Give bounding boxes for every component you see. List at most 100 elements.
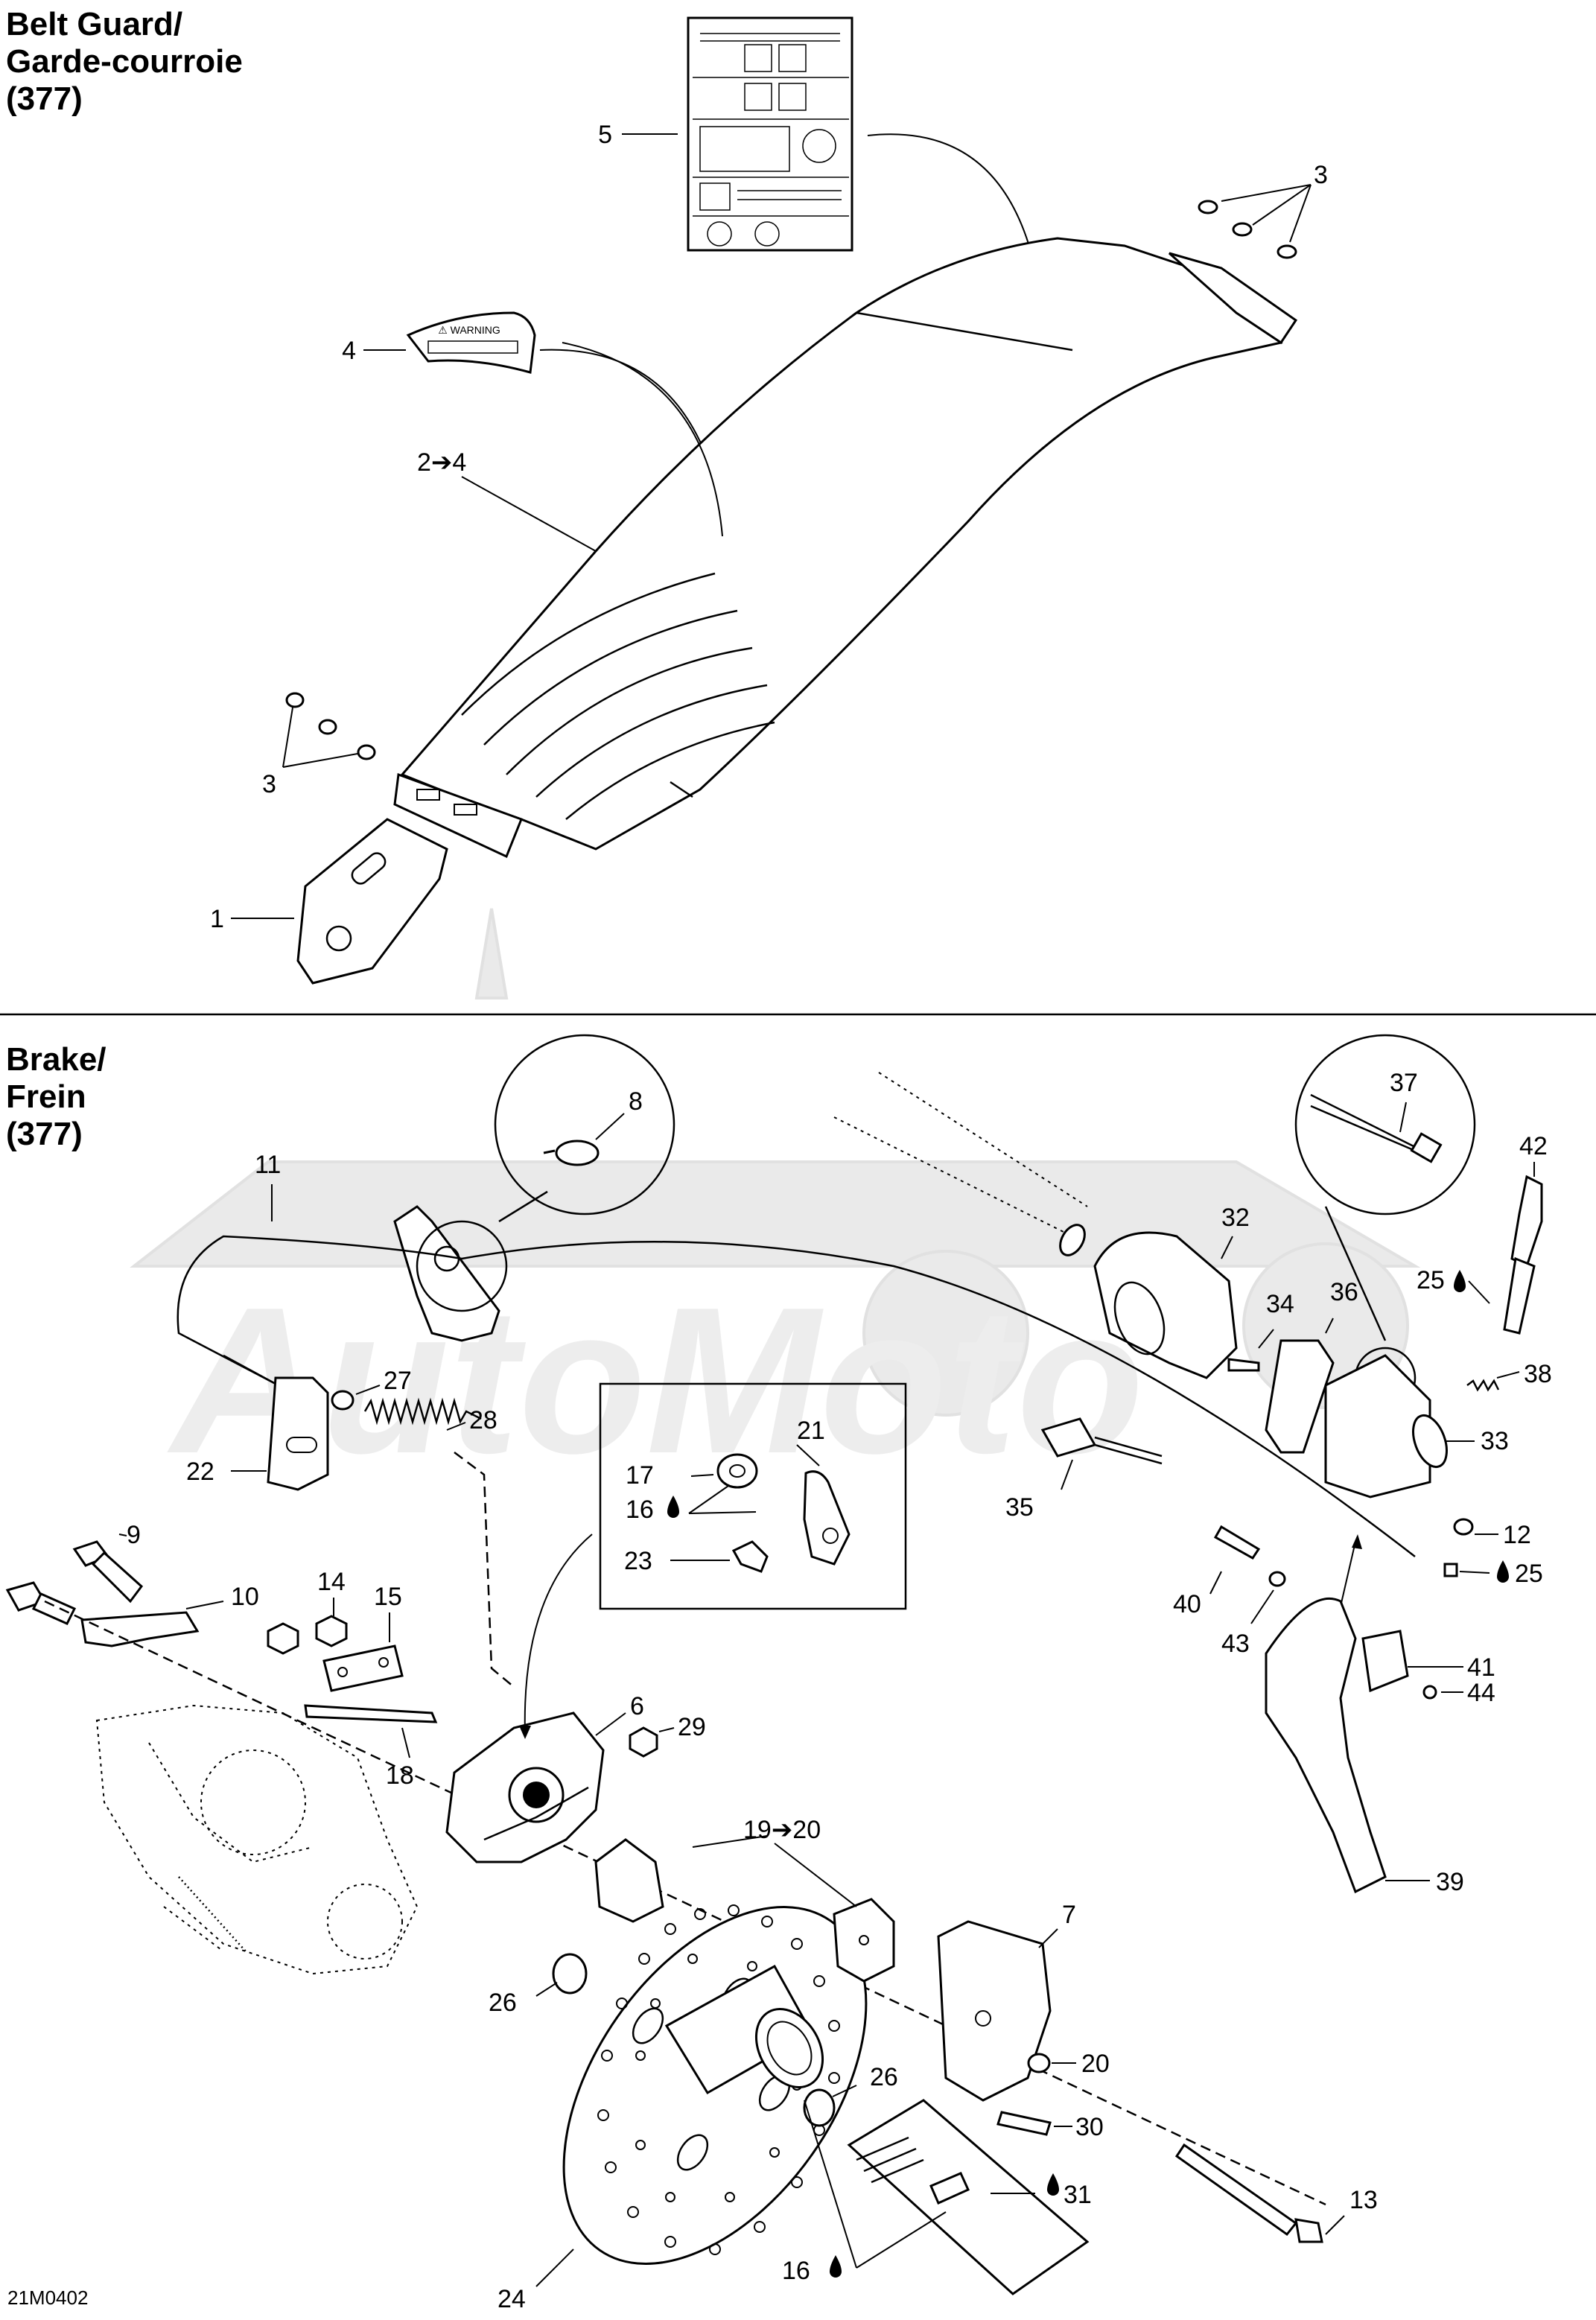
part-39-brake-lever: [1265, 1597, 1387, 1894]
oil-drop-icon-16: [830, 2255, 842, 2278]
part-22-bracket: [267, 1376, 329, 1491]
callout-22: 22: [186, 1458, 214, 1486]
part-35-connector: [1040, 1417, 1163, 1465]
callout-39: 39: [1436, 1868, 1464, 1896]
callout-1: 1: [210, 905, 224, 933]
part-25-ferrule: [1443, 1563, 1458, 1577]
callout-38: 38: [1524, 1360, 1552, 1388]
callout-20: 20: [1081, 2050, 1110, 2078]
callout-3-upper: 3: [1314, 161, 1328, 189]
part-19-pad: [594, 1838, 664, 1923]
part-6-caliper: [445, 1712, 605, 1863]
part-15-plate: [322, 1644, 404, 1692]
brake-title-line2: Frein: [6, 1078, 86, 1115]
part-37-wire: [1310, 1093, 1443, 1163]
callout-21: 21: [797, 1417, 825, 1445]
part-42-pin: [1503, 1175, 1543, 1335]
callout-37: 37: [1390, 1069, 1418, 1097]
handlebar-tube: [833, 1072, 1088, 1256]
belt-guard-title-line3: (377): [6, 80, 83, 117]
part-2-belt-guard: [393, 237, 1298, 859]
callout-16-bottom: 16: [782, 2257, 810, 2285]
part-14-nuts: [267, 1615, 348, 1655]
part-27-clip: [331, 1390, 355, 1411]
leader-2: [461, 476, 597, 552]
part-40-bolt: [1213, 1525, 1261, 1560]
oil-drop-icon-25b: [1497, 1560, 1509, 1583]
callout-27: 27: [384, 1367, 412, 1395]
callout-13: 13: [1349, 2186, 1378, 2214]
part-9-bolt: [72, 1540, 144, 1604]
part-43-washer: [1268, 1571, 1286, 1587]
callout-17: 17: [626, 1461, 654, 1490]
part-3-clips-upper: [1198, 200, 1297, 259]
part-20-plug: [1027, 2053, 1051, 2073]
part-12-clip: [1453, 1518, 1474, 1536]
part-13-bolt: [1174, 2143, 1323, 2243]
brake-title-line3: (377): [6, 1116, 83, 1152]
part-26-washer-a: [552, 1953, 588, 1995]
callout-2: 2➔4: [417, 448, 466, 477]
part-5-info-decal: [687, 16, 853, 252]
callout-26-a: 26: [489, 1989, 517, 2017]
part-41-insert: [1361, 1630, 1409, 1693]
belt-guard-title: Belt Guard/ Garde-courroie (377): [6, 6, 243, 118]
part-28-spring: [363, 1397, 482, 1426]
callout-43: 43: [1221, 1630, 1250, 1658]
callout-29: 29: [678, 1713, 706, 1741]
callout-14: 14: [317, 1568, 346, 1596]
part-23-pad-spring: [731, 1540, 769, 1573]
part-29-nut: [629, 1726, 658, 1758]
drawing-code: 21M0402: [7, 2286, 89, 2309]
callout-35: 35: [1005, 1493, 1034, 1522]
callout-4: 4: [342, 337, 356, 365]
detail-circle-8: [494, 1034, 675, 1215]
callout-41: 41: [1467, 1653, 1495, 1682]
part-17-bushing: [716, 1453, 758, 1489]
engine-housing-outline: [95, 1704, 419, 1975]
callout-31: 31: [1064, 2181, 1092, 2209]
callout-19: 19➔20: [743, 1816, 821, 1844]
part-44-ball: [1422, 1685, 1437, 1700]
oil-drop-icon-25a: [1454, 1270, 1466, 1292]
detail-circle-37: [1294, 1034, 1476, 1215]
callout-25-top: 25: [1417, 1266, 1445, 1294]
callout-7: 7: [1062, 1901, 1076, 1929]
callout-6: 6: [630, 1692, 644, 1720]
part-30-key: [996, 2111, 1052, 2136]
part-3-clips-lower: [285, 692, 376, 760]
part-7-cover: [937, 1920, 1052, 2102]
brake-title-line1: Brake/: [6, 1041, 106, 1078]
callout-40: 40: [1173, 1590, 1201, 1618]
part-18-pin: [304, 1704, 438, 1723]
callout-18: 18: [386, 1761, 414, 1790]
callout-36: 36: [1330, 1278, 1358, 1306]
callout-16-top: 16: [626, 1496, 654, 1524]
callout-30: 30: [1075, 2113, 1104, 2141]
callout-23: 23: [624, 1547, 652, 1575]
callout-10: 10: [231, 1583, 259, 1611]
callout-33: 33: [1481, 1427, 1509, 1455]
brake-title: Brake/ Frein (377): [6, 1041, 106, 1153]
part-4-warning-decal: ⚠ WARNING: [406, 311, 536, 374]
callout-12: 12: [1503, 1521, 1531, 1549]
part-36-plate: [1265, 1339, 1335, 1454]
belt-guard-title-line2: Garde-courroie: [6, 43, 243, 80]
callout-8: 8: [629, 1087, 643, 1116]
callout-44: 44: [1467, 1679, 1495, 1707]
part-32-switch-housing: [1093, 1231, 1238, 1379]
part-38-spring: [1466, 1379, 1500, 1392]
part-34-screw: [1227, 1358, 1260, 1372]
callout-5: 5: [598, 121, 612, 149]
callout-26-b: 26: [870, 2063, 898, 2091]
part-8-clip: [543, 1140, 600, 1166]
part-19-pad-outer: [833, 1898, 895, 1983]
callout-34: 34: [1266, 1290, 1294, 1318]
part-33-switch: [1324, 1354, 1448, 1499]
part-11-cable: [177, 1235, 1416, 1557]
hub-shaft: [664, 1964, 1090, 2295]
callout-3-lower: 3: [262, 770, 276, 798]
callout-11: 11: [255, 1151, 281, 1179]
part-21-clip: [803, 1470, 851, 1566]
